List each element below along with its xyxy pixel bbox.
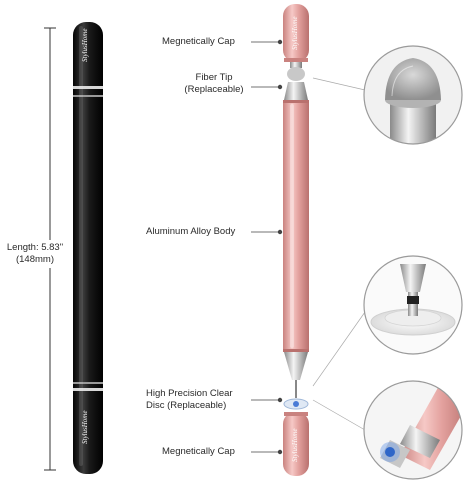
brand-logo-black-top: StylusHome [81, 28, 89, 62]
length-label: Length: 5.83" (148mm) [0, 240, 70, 268]
length-metric: (148mm) [15, 254, 54, 265]
callout-body: Aluminum Alloy Body [146, 226, 236, 237]
detail-disc-tip [363, 380, 463, 480]
black-stylus [73, 22, 103, 474]
callout-cap-top: Megnetically Cap [162, 36, 235, 47]
callout-fiber-tip: Fiber Tip (Replaceable) [178, 72, 250, 96]
callout-disc: High Precision Clear Disc (Replaceable) [146, 388, 233, 412]
callout-disc-note: Disc (Replaceable) [146, 400, 227, 411]
callout-fiber-tip-note: (Replaceable) [184, 84, 244, 95]
brand-logo-rose-bottom: StylusHome [291, 428, 299, 462]
callout-lines [251, 39, 366, 455]
callout-fiber-tip-title: Fiber Tip [195, 72, 233, 83]
detail-fiber-tip [363, 45, 463, 145]
detail-clear-disc [363, 255, 463, 355]
callout-cap-bottom: Megnetically Cap [162, 446, 235, 457]
brand-logo-rose-top: StylusHome [291, 16, 299, 50]
rose-gold-stylus [283, 4, 309, 476]
callout-disc-title: High Precision Clear [146, 388, 233, 399]
length-value: Length: 5.83" [6, 242, 64, 253]
brand-logo-black-bottom: StylusHome [81, 410, 89, 444]
